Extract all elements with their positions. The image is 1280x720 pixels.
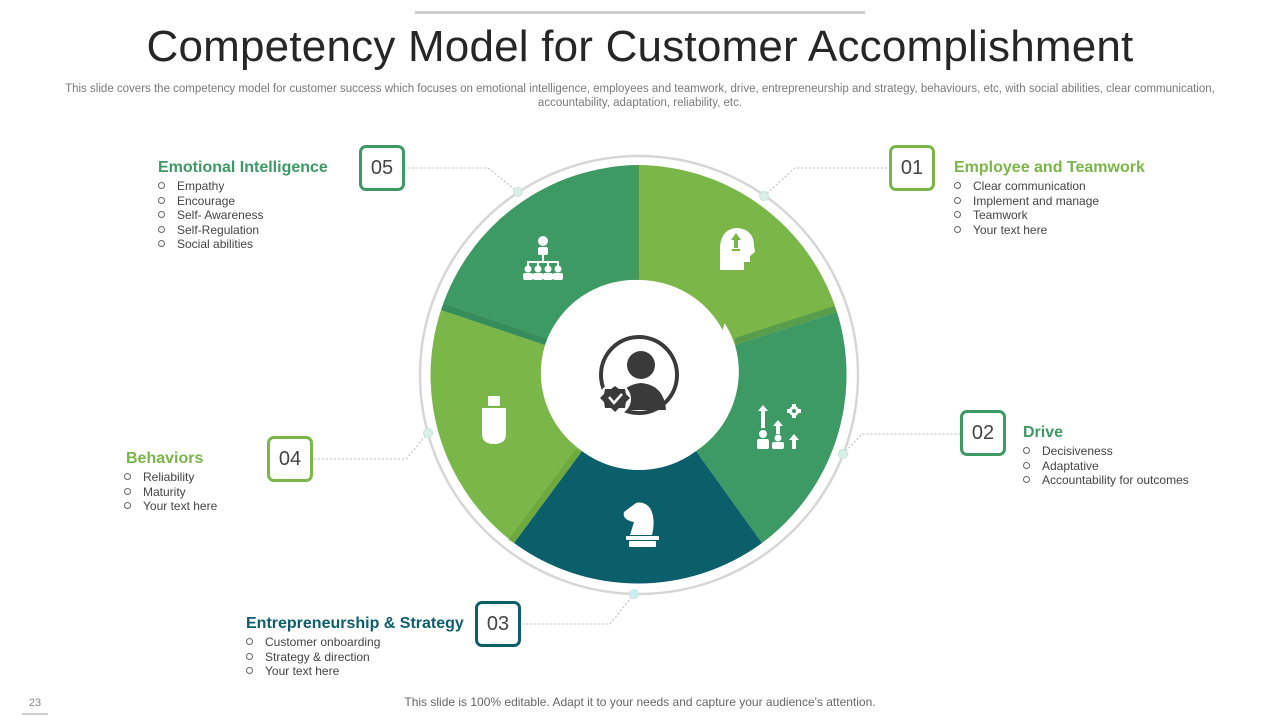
list-item: Strategy & direction — [246, 650, 380, 665]
section-list-emotional-intelligence: Empathy Encourage Self- Awareness Self-R… — [158, 179, 264, 252]
list-item: Your text here — [246, 664, 380, 679]
list-item: Implement and manage — [954, 194, 1099, 209]
section-title-behaviors: Behaviors — [126, 450, 204, 467]
list-item: Adaptative — [1023, 459, 1189, 474]
section-title-drive: Drive — [1023, 424, 1064, 441]
section-title-employee-teamwork: Employee and Teamwork — [954, 159, 1145, 176]
list-item: Decisiveness — [1023, 444, 1189, 459]
list-item: Maturity — [124, 485, 217, 500]
page-number-underline — [22, 713, 48, 715]
connector-dots — [423, 187, 848, 599]
usb-drive-icon — [482, 396, 506, 444]
segment-04 — [430, 310, 582, 543]
head-growth-icon — [720, 228, 755, 270]
segment-02 — [696, 312, 847, 543]
list-item: Clear communication — [954, 179, 1099, 194]
list-item: Your text here — [124, 499, 217, 514]
people-growth-icon — [757, 404, 801, 449]
chess-knight-icon — [623, 502, 659, 547]
list-item: Teamwork — [954, 208, 1099, 223]
number-badge-05: 05 — [359, 145, 405, 191]
section-list-employee-teamwork: Clear communication Implement and manage… — [954, 179, 1099, 237]
page-number: 23 — [28, 697, 42, 709]
list-item: Social abilities — [158, 237, 264, 252]
number-badge-01: 01 — [889, 145, 935, 191]
list-item: Empathy — [158, 179, 264, 194]
footer-note: This slide is 100% editable. Adapt it to… — [404, 695, 876, 709]
section-list-entrepreneurship-strategy: Customer onboarding Strategy & direction… — [246, 635, 380, 679]
list-item: Customer onboarding — [246, 635, 380, 650]
list-item: Your text here — [954, 223, 1099, 238]
list-item: Accountability for outcomes — [1023, 473, 1189, 488]
section-list-behaviors: Reliability Maturity Your text here — [124, 470, 217, 514]
slide-title: Competency Model for Customer Accomplish… — [146, 22, 1134, 71]
number-badge-02: 02 — [960, 410, 1006, 456]
list-item: Self-Regulation — [158, 223, 264, 238]
list-item: Reliability — [124, 470, 217, 485]
top-divider — [415, 11, 865, 14]
list-item: Encourage — [158, 194, 264, 209]
verified-user-icon — [599, 335, 679, 415]
slide-subtitle: This slide covers the competency model f… — [65, 83, 1215, 109]
section-title-emotional-intelligence: Emotional Intelligence — [158, 159, 328, 176]
section-title-entrepreneurship-strategy: Entrepreneurship & Strategy — [246, 615, 464, 632]
org-hierarchy-icon — [523, 236, 563, 280]
number-badge-03: 03 — [475, 601, 521, 647]
section-list-drive: Decisiveness Adaptative Accountability f… — [1023, 444, 1189, 488]
number-badge-04: 04 — [267, 436, 313, 482]
list-item: Self- Awareness — [158, 208, 264, 223]
